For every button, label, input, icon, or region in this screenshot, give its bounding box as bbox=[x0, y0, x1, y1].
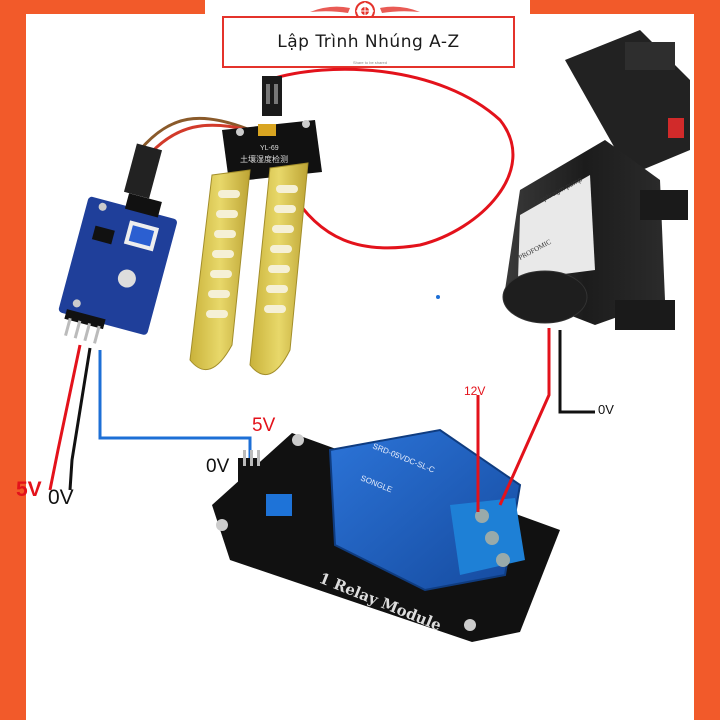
sensor-signal-wire bbox=[100, 350, 250, 462]
sensor-0v-label: 0V bbox=[48, 486, 74, 510]
sensor-module bbox=[53, 183, 182, 356]
sensor-5v-label: 5V bbox=[16, 478, 42, 502]
pump-12v-label: 12V bbox=[464, 384, 485, 398]
pump-0v-wire bbox=[560, 330, 595, 412]
pump-0v-label: 0V bbox=[598, 402, 614, 417]
relay-0v-label: 0V bbox=[206, 456, 229, 478]
sensor-5v-wire bbox=[50, 345, 80, 490]
probe-header bbox=[262, 76, 282, 116]
sensor-top-connector bbox=[124, 143, 162, 198]
probe-chinese-label: 土壤湿度检测 bbox=[240, 154, 288, 164]
probe-model-label: YL-69 bbox=[260, 145, 279, 152]
water-pump bbox=[503, 30, 690, 330]
stray-dot bbox=[436, 295, 440, 299]
relay-5v-label: 5V bbox=[252, 415, 275, 437]
sensor-0v-wire bbox=[70, 348, 90, 490]
